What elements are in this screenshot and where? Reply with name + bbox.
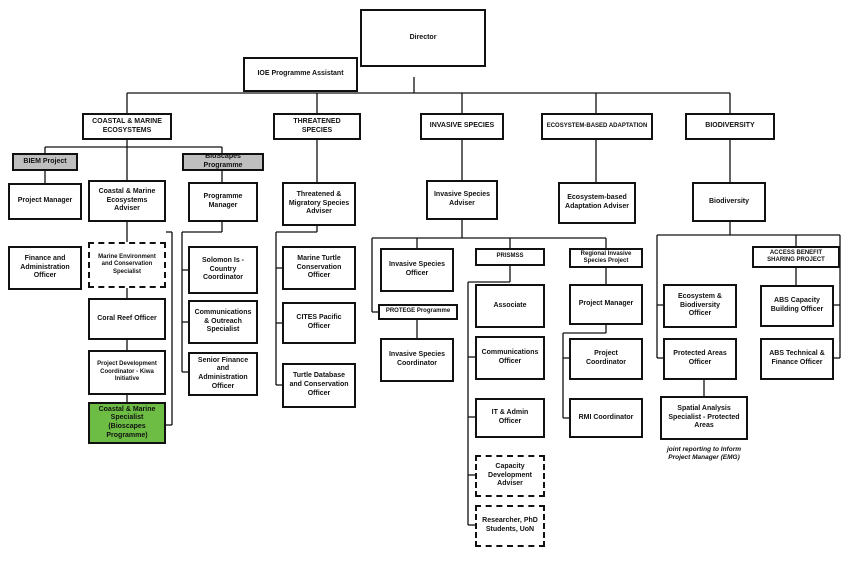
node-director: Director [360, 9, 486, 67]
node-ecosystem-biodiversity-officer: Ecosystem & Biodiversity Officer [663, 284, 737, 328]
dept-invasive-species: INVASIVE SPECIES [420, 113, 504, 140]
connector-lines [44, 77, 841, 526]
dept-coastal-marine: COASTAL & MARINE ECOSYSTEMS [82, 113, 172, 140]
node-ioe-programme-assistant: IOE Programme Assistant [243, 57, 358, 92]
node-invasive-species-adviser: Invasive Species Adviser [426, 180, 498, 220]
node-finance-admin-officer: Finance and Administration Officer [8, 246, 82, 290]
access-benefit-sharing-project-label: ACCESS BENEFIT SHARING PROJECT [752, 246, 840, 268]
node-it-admin-officer: IT & Admin Officer [475, 398, 545, 438]
node-coastal-marine-specialist-bioscapes: Coastal & Marine Specialist (Bioscapes P… [88, 402, 166, 444]
node-cites-pacific-officer: CITES Pacific Officer [282, 302, 356, 344]
node-turtle-database-officer: Turtle Database and Conservation Officer [282, 363, 356, 408]
prismss-label: PRISMSS [475, 248, 545, 266]
node-associate: Associate [475, 284, 545, 328]
node-researcher-phd-students: Researcher, PhD Students, UoN [475, 505, 545, 547]
dept-threatened-species: THREATENED SPECIES [273, 113, 361, 140]
node-capacity-development-adviser: Capacity Development Adviser [475, 455, 545, 497]
regional-invasive-species-project-label: Regional Invasive Species Project [569, 248, 643, 268]
node-solomon-country-coordinator: Solomon Is - Country Coordinator [188, 246, 258, 294]
node-rmi-coordinator: RMI Coordinator [569, 398, 643, 438]
node-coral-reef-officer: Coral Reef Officer [88, 298, 166, 340]
node-communications-officer: Communications Officer [475, 336, 545, 380]
node-biem-project-manager: Project Manager [8, 183, 82, 220]
node-abs-technical-finance-officer: ABS Technical & Finance Officer [760, 338, 834, 380]
node-biodiversity: Biodiversity [692, 182, 766, 222]
node-coastal-marine-adviser: Coastal & Marine Ecosystems Adviser [88, 180, 166, 222]
node-ris-project-manager: Project Manager [569, 284, 643, 325]
node-marine-turtle-officer: Marine Turtle Conservation Officer [282, 246, 356, 290]
node-eba-adviser: Ecosystem-based Adaptation Adviser [558, 182, 636, 224]
node-programme-manager: Programme Manager [188, 182, 258, 222]
node-project-dev-coordinator-kiwa: Project Development Coordinator - Kiwa I… [88, 350, 166, 395]
node-ris-project-coordinator: Project Coordinator [569, 338, 643, 380]
node-marine-env-specialist: Marine Environment and Conservation Spec… [88, 242, 166, 288]
node-spatial-analysis-specialist: Spatial Analysis Specialist - Protected … [660, 396, 748, 440]
node-invasive-species-officer: Invasive Species Officer [380, 248, 454, 292]
biem-project-label: BIEM Project [12, 153, 78, 171]
node-abs-capacity-building-officer: ABS Capacity Building Officer [760, 285, 834, 327]
protege-programme-label: PROTEGE Programme [378, 304, 458, 320]
node-comms-outreach-specialist: Communications & Outreach Specialist [188, 300, 258, 344]
joint-reporting-note: joint reporting to Inform Project Manage… [666, 446, 742, 462]
dept-ecosystem-based-adaptation: ECOSYSTEM-BASED ADAPTATION [541, 113, 653, 140]
bioscapes-programme-label: BioScapes Programme [182, 153, 264, 171]
node-threatened-migratory-adviser: Threatened & Migratory Species Adviser [282, 182, 356, 226]
node-protected-areas-officer: Protected Areas Officer [663, 338, 737, 380]
dept-biodiversity: BIODIVERSITY [685, 113, 775, 140]
node-invasive-species-coordinator: Invasive Species Coordinator [380, 338, 454, 382]
node-senior-finance-admin: Senior Finance and Administration Office… [188, 352, 258, 396]
